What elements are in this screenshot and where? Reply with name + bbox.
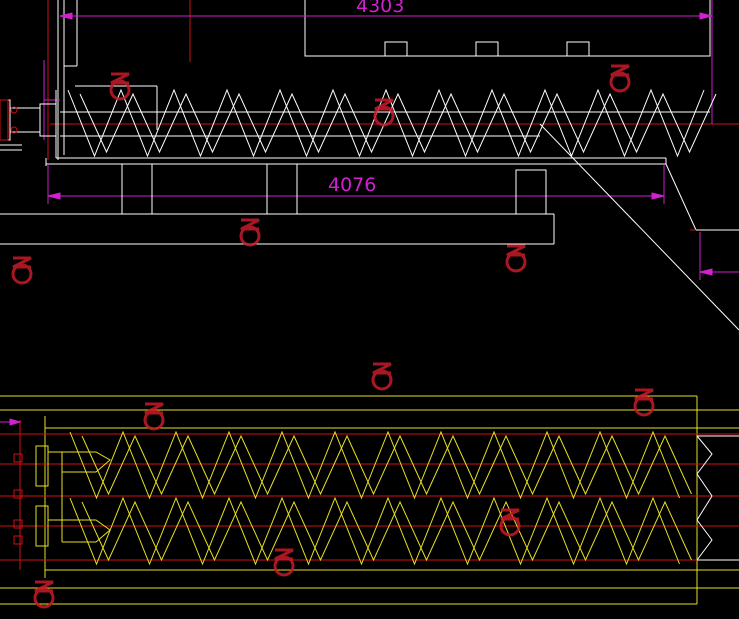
plan-trough	[0, 395, 739, 605]
plan-discharge-end	[696, 435, 739, 561]
screw-flight-line	[79, 92, 717, 154]
watermark-logo-icon	[373, 98, 395, 127]
dimension-right	[699, 232, 739, 280]
elevation-view: 4303	[0, 0, 739, 331]
watermark-logo-icon	[633, 388, 655, 417]
watermark-logo-icon	[609, 64, 631, 93]
dimension-4303	[43, 0, 713, 140]
screw-flights-plan	[69, 430, 692, 566]
dimension-label-4303: 4303	[356, 0, 404, 17]
plan-bearing-marks	[13, 453, 23, 545]
watermark-logo-icon	[239, 218, 261, 247]
watermark-logo-icon	[11, 256, 33, 285]
discharge-chute	[539, 123, 739, 331]
plan-screw-flight	[81, 500, 692, 562]
left-frame	[57, 0, 158, 160]
base-frame	[0, 213, 555, 245]
plan-screw-flight	[81, 434, 692, 496]
watermark-logo-icon	[499, 508, 521, 537]
plan-view	[0, 395, 739, 605]
watermark-logo-icon	[143, 402, 165, 431]
plan-dimension-left	[0, 418, 22, 426]
watermark-logo-icon	[371, 362, 393, 391]
dimension-4076	[47, 164, 665, 204]
plan-drive-end	[35, 445, 111, 547]
watermark-logo-icon	[505, 244, 527, 273]
plan-centerlines	[0, 420, 739, 570]
feed-hopper	[304, 0, 711, 57]
watermark-logo-icon	[33, 580, 55, 609]
screw-flight-line	[67, 88, 705, 158]
screw-flights-elevation	[60, 88, 717, 158]
watermark-layer	[11, 64, 655, 609]
watermark-logo-icon	[109, 72, 131, 101]
plan-screw-flight	[69, 430, 680, 500]
drive-motor	[0, 99, 57, 151]
watermark-logo-icon	[273, 548, 295, 577]
plan-screw-flight	[69, 496, 680, 566]
dimension-label-4076: 4076	[328, 174, 376, 196]
